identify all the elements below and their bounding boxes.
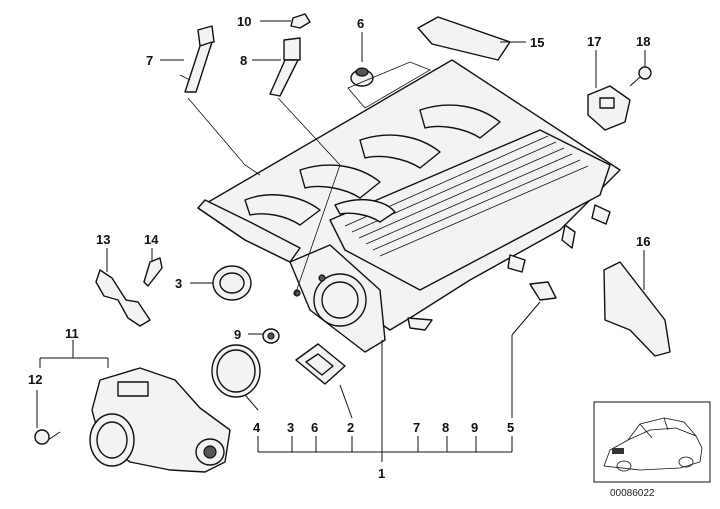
diagram-code: 00086022 (610, 488, 655, 499)
part-7-stud-bolt (184, 25, 215, 93)
callout-11: 11 (65, 326, 79, 341)
part-9-grommet (262, 328, 280, 344)
part-4-gasket-ring (211, 344, 261, 398)
part-12-screw (34, 429, 61, 445)
part-10-nut (290, 13, 311, 29)
callout-12: 12 (28, 372, 42, 387)
part-2-gasket (295, 343, 346, 385)
leader-lines (36, 20, 646, 462)
bottom-label-6: 6 (311, 420, 318, 435)
bottom-label-9: 9 (471, 420, 478, 435)
callout-1: 1 (378, 466, 385, 481)
callout-2: 2 (347, 420, 354, 435)
bottom-label-8: 8 (442, 420, 449, 435)
callout-17: 17 (587, 34, 601, 49)
part-11-air-mass-meter (89, 367, 231, 473)
part-15-cover (417, 16, 511, 61)
part-6-grommet (350, 67, 374, 87)
bottom-label-7: 7 (413, 420, 420, 435)
callout-16: 16 (636, 234, 650, 249)
callout-6: 6 (357, 16, 364, 31)
part-18-screw (629, 66, 652, 87)
callout-14: 14 (144, 232, 159, 247)
part-13-bracket (95, 269, 151, 327)
callout-labels: 1 2 3 4 5 6 7 8 9 10 11 12 13 14 15 16 1… (28, 14, 650, 481)
bottom-row-labels: 3 6 7 8 9 (287, 420, 478, 435)
callout-8: 8 (240, 53, 247, 68)
part-3-sleeve (212, 265, 252, 301)
vehicle-thumbnail (593, 401, 711, 483)
callout-5: 5 (507, 420, 514, 435)
bottom-label-3: 3 (287, 420, 294, 435)
callout-7: 7 (146, 53, 153, 68)
callout-4: 4 (253, 420, 261, 435)
part-16-cover (603, 261, 671, 357)
callout-13: 13 (96, 232, 110, 247)
part-14-screw (143, 257, 163, 287)
callout-18: 18 (636, 34, 650, 49)
intake-manifold (197, 59, 621, 353)
part-17-sensor (587, 85, 631, 131)
part-8-stud (269, 37, 301, 97)
part-5-clip (529, 281, 557, 301)
callout-10: 10 (237, 14, 251, 29)
callout-9: 9 (234, 327, 241, 342)
callout-15: 15 (530, 35, 544, 50)
callout-3: 3 (175, 276, 182, 291)
